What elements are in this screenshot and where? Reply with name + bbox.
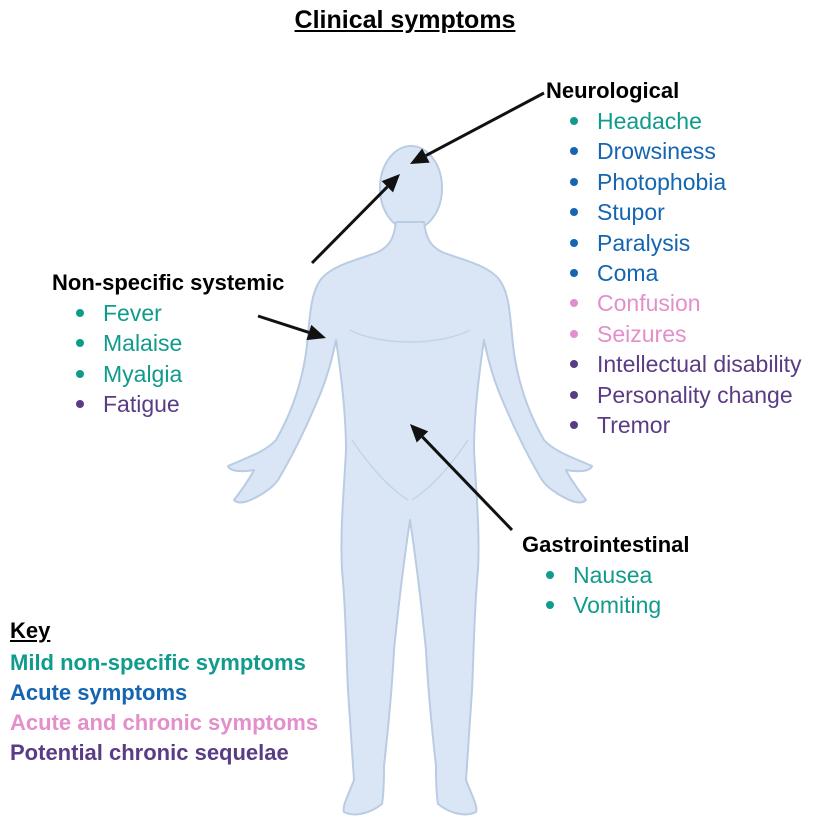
key-item-chronic: Potential chronic sequelae: [10, 740, 289, 765]
key-item-acute: Acute symptoms: [10, 680, 188, 705]
bullet-icon: [76, 369, 84, 378]
key-item-mild: Mild non-specific symptoms: [10, 650, 306, 675]
arrow-neurological-shaft: [425, 91, 545, 157]
symptom-item-stupor: Stupor: [570, 197, 802, 227]
symptom-label: Intellectual disability: [597, 351, 802, 378]
systemic-heading: Non-specific systemic: [52, 270, 285, 295]
body-chest-line: [349, 329, 471, 343]
bullet-icon: [570, 238, 578, 247]
bullet-icon: [570, 117, 578, 125]
bullet-icon: [546, 601, 554, 610]
symptom-item-vomiting: Vomiting: [546, 590, 661, 620]
key-title: Key: [10, 618, 51, 643]
bullet-icon: [546, 571, 554, 579]
arrow-systemic-to-head-shaft: [310, 185, 389, 265]
symptom-item-myalgia: Myalgia: [76, 359, 182, 389]
symptom-item-coma: Coma: [570, 258, 802, 288]
body-silhouette: [227, 145, 593, 816]
symptom-label: Seizures: [597, 320, 687, 347]
body-hip-line-right: [411, 439, 469, 501]
bullet-icon: [76, 400, 84, 409]
bullet-icon: [570, 360, 578, 369]
bullet-icon: [76, 339, 84, 348]
arrows: [257, 91, 545, 532]
symptom-label: Tremor: [597, 411, 671, 438]
symptom-label: Coma: [597, 259, 659, 286]
symptom-label: Fever: [103, 300, 162, 326]
arrow-gastrointestinal-shaft: [421, 435, 514, 532]
symptom-item-intellectual-disability: Intellectual disability: [570, 349, 802, 379]
symptom-item-fatigue: Fatigue: [76, 389, 182, 419]
bullet-icon: [570, 420, 578, 429]
arrow-systemic-to-arm-shaft: [257, 314, 310, 334]
symptom-label: Drowsiness: [597, 138, 716, 165]
symptom-label: Nausea: [573, 562, 653, 588]
symptom-label: Headache: [597, 108, 702, 134]
symptom-item-malaise: Malaise: [76, 328, 182, 358]
symptom-label: Photophobia: [597, 168, 727, 195]
bullet-icon: [570, 147, 578, 156]
bullet-icon: [570, 299, 578, 308]
bullet-icon: [570, 329, 578, 338]
arrow-systemic-to-head-head: [381, 174, 400, 193]
symptom-label: Confusion: [597, 290, 701, 317]
gastrointestinal-heading: Gastrointestinal: [522, 532, 690, 557]
symptom-item-photophobia: Photophobia: [570, 167, 802, 197]
symptom-label: Malaise: [103, 330, 183, 357]
symptom-item-fever: Fever: [76, 298, 182, 328]
bullet-icon: [76, 309, 84, 317]
symptom-label: Myalgia: [103, 360, 183, 387]
bullet-icon: [570, 268, 578, 277]
body-hip-line-left: [351, 439, 409, 501]
symptom-label: Fatigue: [103, 391, 180, 418]
symptom-label: Stupor: [597, 199, 665, 226]
symptom-label: Paralysis: [597, 229, 691, 256]
symptom-item-paralysis: Paralysis: [570, 228, 802, 258]
symptom-label: Personality change: [597, 381, 793, 408]
arrow-gastrointestinal-head: [410, 424, 429, 443]
arrow-neurological-head: [410, 148, 430, 164]
symptom-item-nausea: Nausea: [546, 560, 661, 590]
symptom-item-personality-change: Personality change: [570, 380, 802, 410]
symptom-item-confusion: Confusion: [570, 288, 802, 318]
bullet-icon: [570, 390, 578, 399]
symptom-item-headache: Headache: [570, 106, 802, 136]
arrow-systemic-to-arm-head: [306, 324, 326, 341]
figure-title: Clinical symptoms: [294, 6, 516, 34]
body-torso-limbs: [227, 221, 593, 816]
symptom-item-tremor: Tremor: [570, 410, 802, 440]
symptom-item-drowsiness: Drowsiness: [570, 136, 802, 166]
symptom-label: Vomiting: [573, 592, 662, 619]
bullet-icon: [570, 208, 578, 217]
key-item-acute-chronic: Acute and chronic symptoms: [10, 710, 319, 735]
bullet-icon: [570, 177, 578, 186]
symptom-item-seizures: Seizures: [570, 319, 802, 349]
neurological-heading: Neurological: [546, 78, 680, 103]
